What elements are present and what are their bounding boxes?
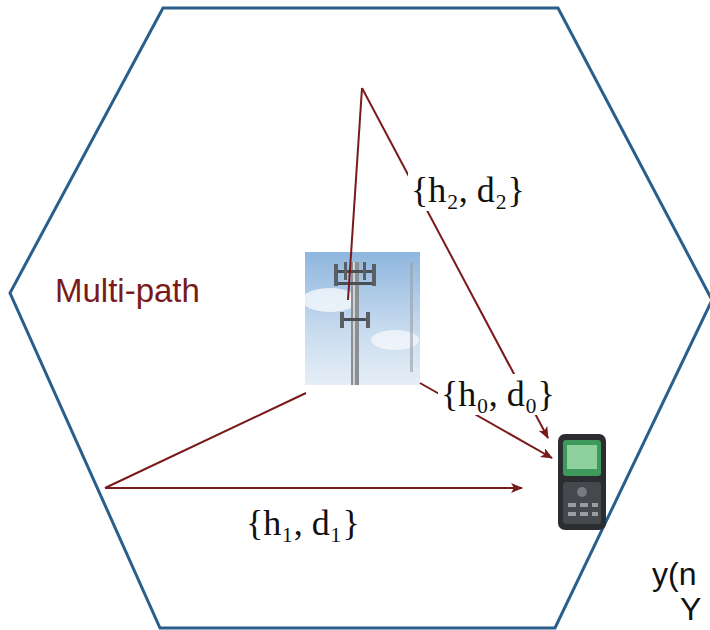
path-parameter: {h₂, d₂}: [408, 170, 528, 211]
region-label: Multi-path: [55, 272, 200, 310]
hexagon-cell: [10, 8, 710, 628]
phone-picture: [558, 434, 606, 530]
path-parameter: {h₀, d₀}: [438, 374, 558, 415]
path-parameter: {h₁, d₁}: [243, 503, 363, 544]
tower-picture: [302, 252, 420, 385]
signal-name: Y: [680, 591, 701, 628]
signal-name: y(n: [652, 556, 696, 593]
